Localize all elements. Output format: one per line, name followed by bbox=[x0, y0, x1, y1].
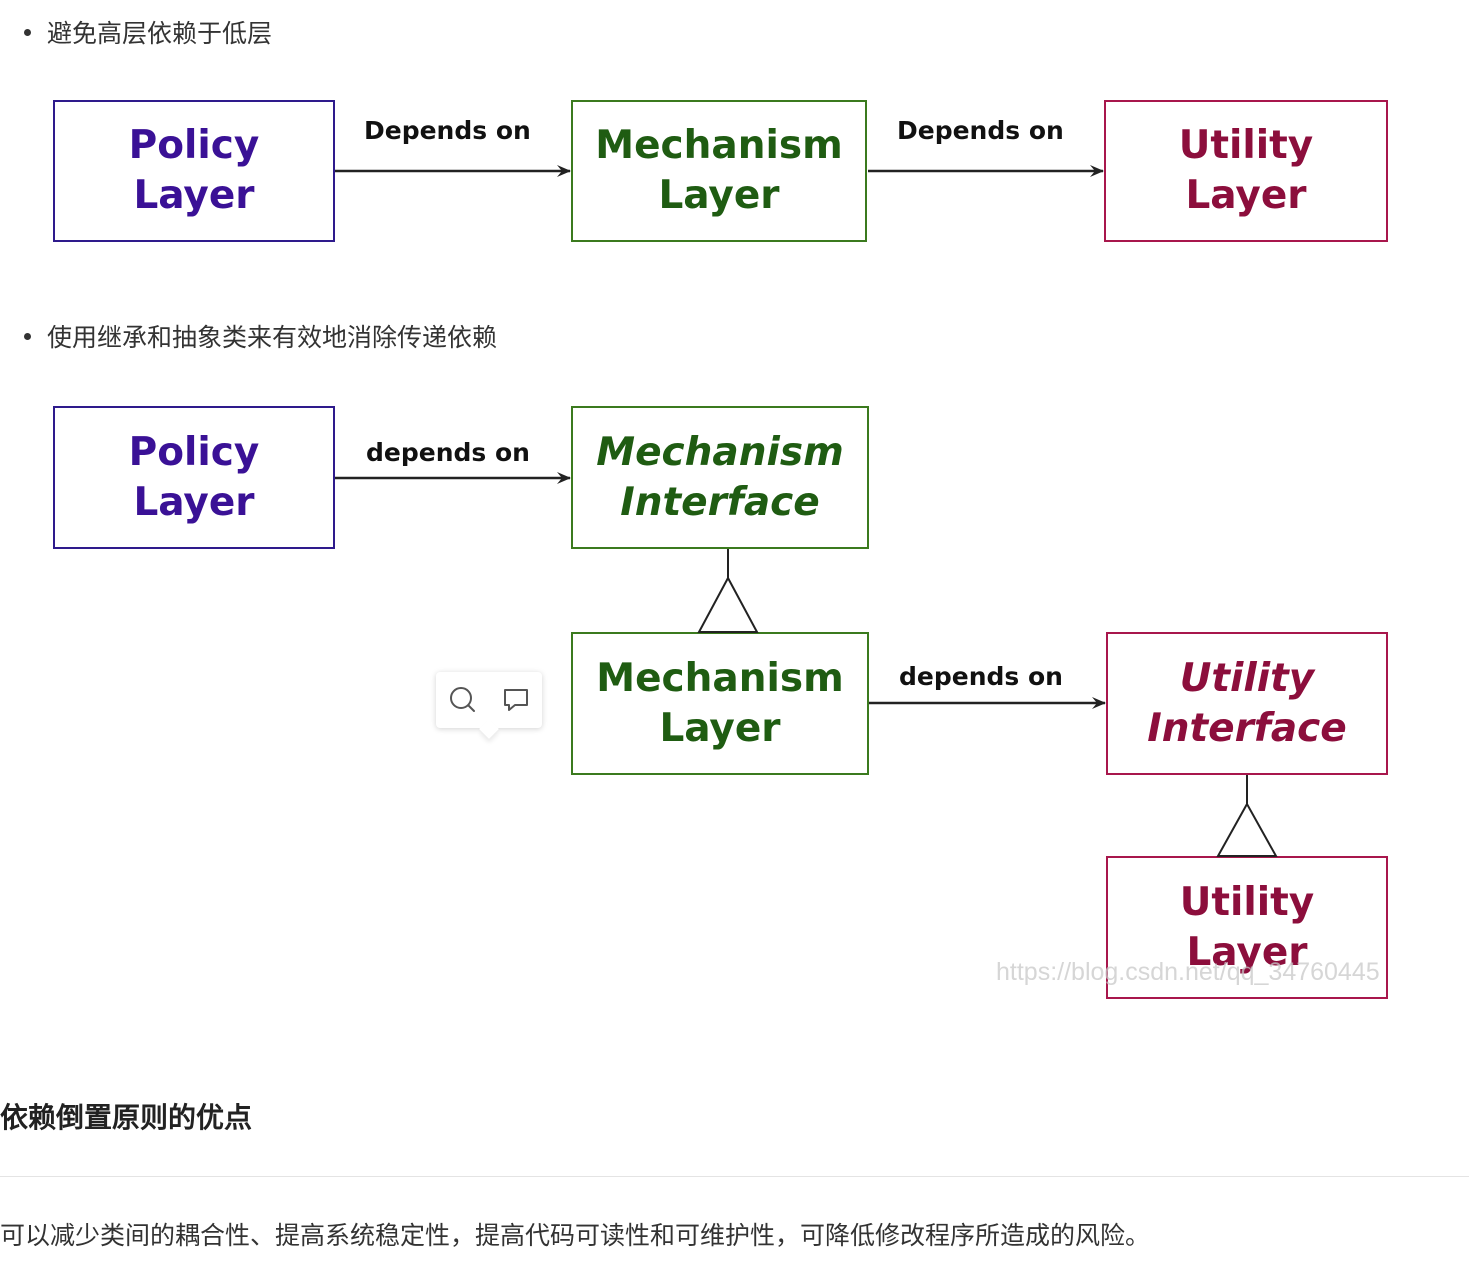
box-line: Mechanism bbox=[595, 123, 843, 168]
diagram1-mechanism-layer-box: Mechanism Layer bbox=[571, 100, 867, 242]
box-line: Layer bbox=[659, 705, 781, 751]
mechanism-inheritance-triangle bbox=[697, 575, 759, 633]
bullet-text: 使用继承和抽象类来有效地消除传递依赖 bbox=[47, 323, 498, 352]
diagram2-utility-layer-box: Utility Layer bbox=[1106, 856, 1388, 999]
box-line: Interface bbox=[620, 479, 820, 525]
diagram2-mechanism-layer-box: Mechanism Layer bbox=[571, 632, 869, 775]
section-paragraph: 可以减少类间的耦合性、提高系统稳定性，提高代码可读性和可维护性，可降低修改程序所… bbox=[0, 1221, 1151, 1250]
diagram2-arrow1-label: depends on bbox=[366, 438, 530, 467]
diagram2-arrow2-label: depends on bbox=[899, 662, 1063, 691]
section-divider bbox=[0, 1176, 1469, 1177]
box-line: Utility bbox=[1178, 123, 1314, 168]
box-line: Layer bbox=[658, 173, 780, 218]
box-line: Layer bbox=[1185, 173, 1307, 218]
bullet-item: 使用继承和抽象类来有效地消除传递依赖 bbox=[24, 318, 497, 354]
box-line: Utility bbox=[1179, 879, 1315, 925]
box-line: Policy bbox=[128, 429, 260, 475]
diagram2-policy-layer-box: Policy Layer bbox=[53, 406, 335, 549]
box-line: Interface bbox=[1147, 705, 1347, 751]
box-line: Layer bbox=[133, 173, 255, 218]
box-line: Mechanism bbox=[596, 429, 844, 475]
box-line: Layer bbox=[1186, 929, 1308, 975]
search-icon[interactable] bbox=[447, 684, 479, 716]
diagram2-mechanism-interface-box: Mechanism Interface bbox=[571, 406, 869, 549]
bullet-dot bbox=[24, 28, 31, 36]
diagram1-policy-layer-box: Policy Layer bbox=[53, 100, 335, 242]
diagram1-arrow1-label: Depends on bbox=[364, 116, 531, 145]
utility-inheritance-triangle bbox=[1216, 801, 1278, 857]
section-heading: 依赖倒置原则的优点 bbox=[0, 1101, 253, 1134]
bullet-text: 避免高层依赖于低层 bbox=[47, 19, 273, 48]
bullet-item: 避免高层依赖于低层 bbox=[24, 14, 272, 50]
comment-icon[interactable] bbox=[500, 684, 532, 716]
box-line: Layer bbox=[133, 479, 255, 525]
diagram1-utility-layer-box: Utility Layer bbox=[1104, 100, 1388, 242]
diagram2-utility-interface-box: Utility Interface bbox=[1106, 632, 1388, 775]
box-line: Policy bbox=[128, 123, 260, 168]
box-line: Utility bbox=[1179, 655, 1315, 701]
diagram1-arrow2-label: Depends on bbox=[897, 116, 1064, 145]
box-line: Mechanism bbox=[596, 655, 844, 701]
bullet-dot bbox=[24, 332, 31, 340]
image-hover-toolbar bbox=[436, 672, 542, 728]
